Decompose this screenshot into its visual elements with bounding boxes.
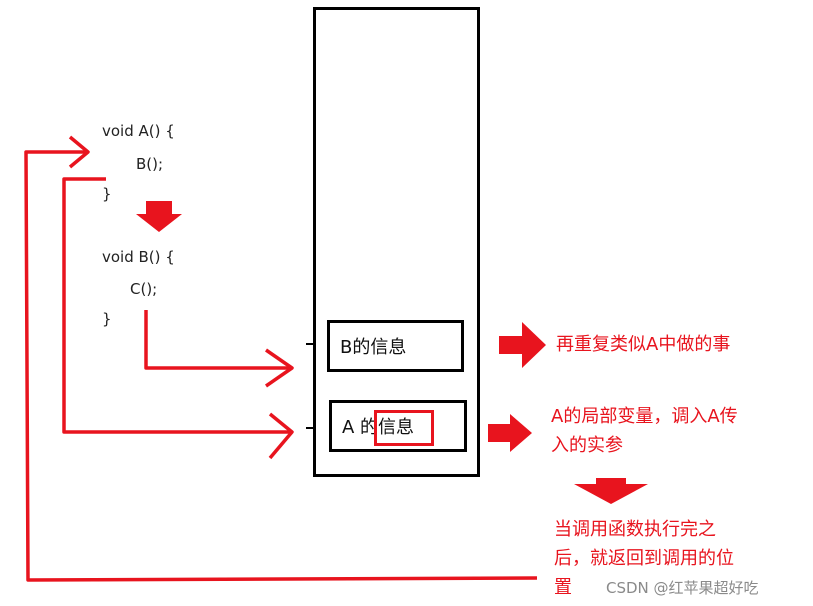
watermark: CSDN @红苹果超好吃 [606,579,759,597]
frame-b-connector-arrowhead [265,348,294,388]
frame-a-connector-arrowhead [268,412,294,460]
return-loop-arrowhead [68,135,90,169]
frame-b-connector-line [144,310,290,370]
code-call-c: C(); [130,280,158,298]
code-call-b: B(); [136,155,164,173]
code-close-a: } [102,185,112,203]
stack-frame-a-label: A 的信息 [342,417,415,438]
stack-frame-a: A 的信息 [329,400,467,452]
down-arrow-a-to-b [136,201,182,232]
note-return-line1: 当调用函数执行完之 [554,519,716,540]
code-void-b-signature: void B() { [102,248,175,266]
stack-frame-b-label: B的信息 [340,337,407,358]
note-return-line3: 置 [554,577,572,598]
note-return-line2: 后，就返回到调用的位 [554,548,734,569]
down-arrow-return [574,478,648,504]
return-loop-line [24,150,538,582]
code-close-b: } [102,310,112,328]
note-locals: A的局部变量，调入A传 入的实参 [551,402,738,460]
note-locals-line1: A的局部变量，调入A传 [551,406,738,427]
note-return: 当调用函数执行完之 后，就返回到调用的位 置 [554,515,734,602]
code-void-a-signature: void A() { [102,122,175,140]
right-arrow-frame-b [499,322,546,368]
call-stack [313,7,480,477]
stack-frame-b: B的信息 [327,320,464,372]
note-locals-line2: 入的实参 [551,435,623,456]
right-arrow-frame-a [488,414,532,452]
frame-a-connector-line [62,177,290,434]
note-repeat: 再重复类似A中做的事 [556,334,731,355]
frame-a-info-highlight [374,410,434,446]
